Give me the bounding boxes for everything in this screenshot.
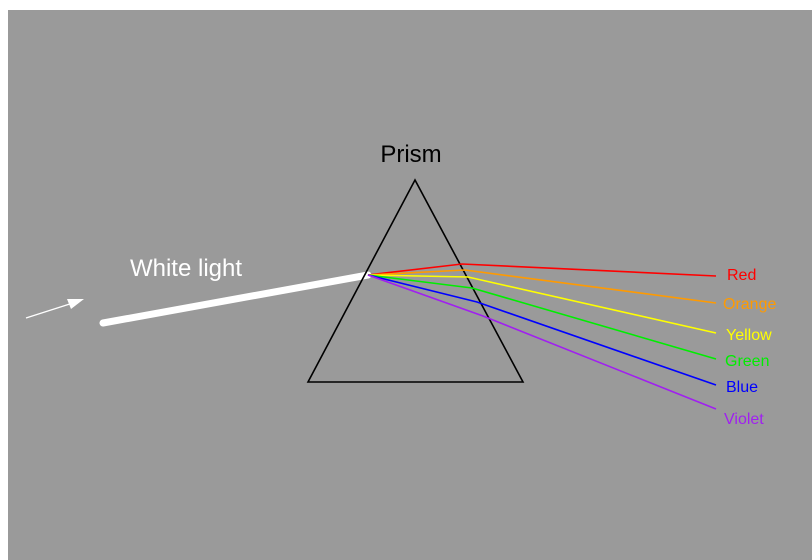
label-blue: Blue [726,379,758,396]
spectrum-rays [367,263,717,410]
label-green: Green [725,353,769,370]
label-yellow: Yellow [726,327,772,344]
prism-title: Prism [380,141,441,168]
ray-blue [367,274,717,386]
white-light-label: White light [130,255,242,282]
white-light-beam [99,271,372,327]
ray-red [367,263,717,277]
prism-triangle [306,178,525,383]
spectrum-labels: Red Orange Yellow Green Blue Violet [723,267,776,428]
ray-green [367,274,717,360]
label-red: Red [727,267,756,284]
ray-yellow [367,274,717,334]
label-violet: Violet [724,411,764,428]
ray-orange [367,269,717,304]
ray-violet [367,274,717,410]
label-orange: Orange [723,296,776,313]
incoming-arrow-icon [25,299,84,319]
